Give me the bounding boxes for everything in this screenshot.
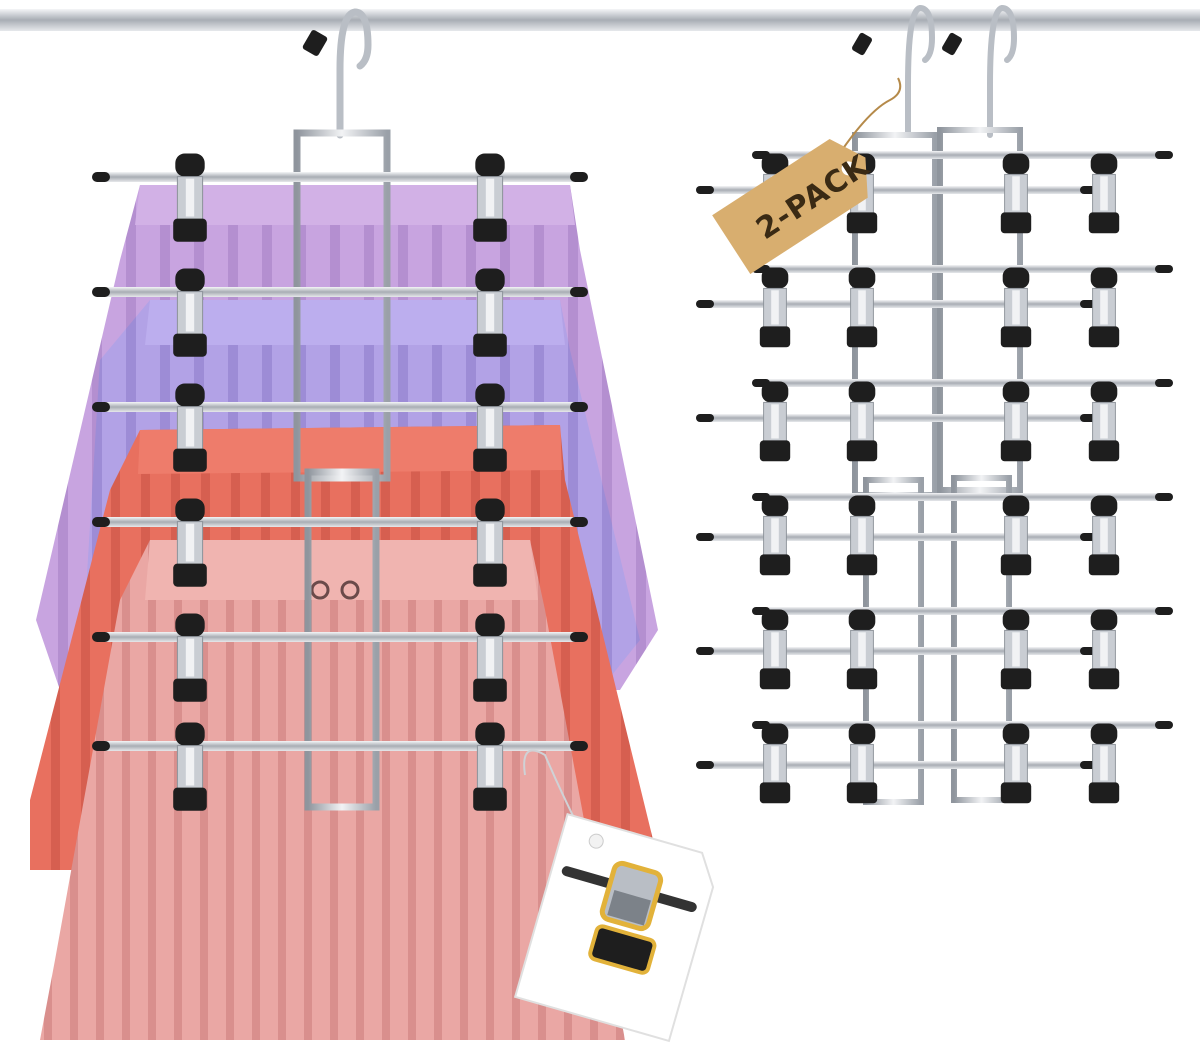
right-hanger-tiers — [696, 151, 1173, 804]
pant-clip — [759, 609, 791, 690]
tier-bar — [752, 607, 1173, 615]
pant-clip — [173, 268, 207, 357]
tier-bar — [696, 533, 1098, 541]
right-hanger-frames — [852, 127, 1023, 805]
pant-clip — [1000, 153, 1032, 234]
pant-clip — [846, 381, 878, 462]
tier-bar — [696, 761, 1098, 769]
pant-clip — [1088, 381, 1120, 462]
pant-clip — [1088, 495, 1120, 576]
pant-clip — [1000, 609, 1032, 690]
pant-clip — [473, 153, 507, 242]
pant-clip — [759, 723, 791, 804]
pant-clip — [173, 498, 207, 587]
tier-bar — [752, 493, 1173, 501]
tier-bar — [92, 632, 588, 642]
tier-bar — [752, 721, 1173, 729]
pant-clip — [473, 268, 507, 357]
pant-clip — [759, 381, 791, 462]
pant-clip — [759, 495, 791, 576]
pant-clip — [1088, 153, 1120, 234]
kraft-tag — [712, 77, 902, 275]
pant-clip — [173, 153, 207, 242]
pant-clip — [473, 613, 507, 702]
pant-clip — [759, 267, 791, 348]
pant-clip — [1088, 609, 1120, 690]
pant-clip — [846, 723, 878, 804]
tier-bar — [696, 300, 1098, 308]
skirt-button — [340, 580, 360, 600]
pant-clip — [1000, 495, 1032, 576]
tier-bar — [696, 414, 1098, 422]
tier-bar — [92, 287, 588, 297]
pant-clip — [1088, 723, 1120, 804]
pant-clip — [1000, 381, 1032, 462]
pant-clip — [846, 609, 878, 690]
tier-bar — [696, 647, 1098, 655]
pant-clip — [473, 383, 507, 472]
pant-clip — [473, 722, 507, 811]
pant-clip — [846, 267, 878, 348]
pant-clip — [173, 613, 207, 702]
tier-bar — [92, 402, 588, 412]
tier-bar — [92, 172, 588, 182]
right-hanger-hooks — [852, 4, 1018, 138]
pant-clip — [173, 722, 207, 811]
pant-clip — [473, 498, 507, 587]
tier-bar — [752, 379, 1173, 387]
pant-clip — [846, 495, 878, 576]
pant-clip — [173, 383, 207, 472]
left-hanger-tiers — [92, 153, 588, 811]
left-hanger-hook — [302, 8, 372, 139]
skirt-button — [310, 580, 330, 600]
pant-clip — [1088, 267, 1120, 348]
tier-bar — [92, 741, 588, 751]
info-hang-tag — [513, 749, 715, 1043]
closet-rod — [0, 9, 1200, 31]
pant-clip — [1000, 723, 1032, 804]
pant-clip — [1000, 267, 1032, 348]
tier-bar — [92, 517, 588, 527]
left-hanger-group — [30, 8, 715, 1043]
right-hanger-pair — [696, 4, 1173, 805]
